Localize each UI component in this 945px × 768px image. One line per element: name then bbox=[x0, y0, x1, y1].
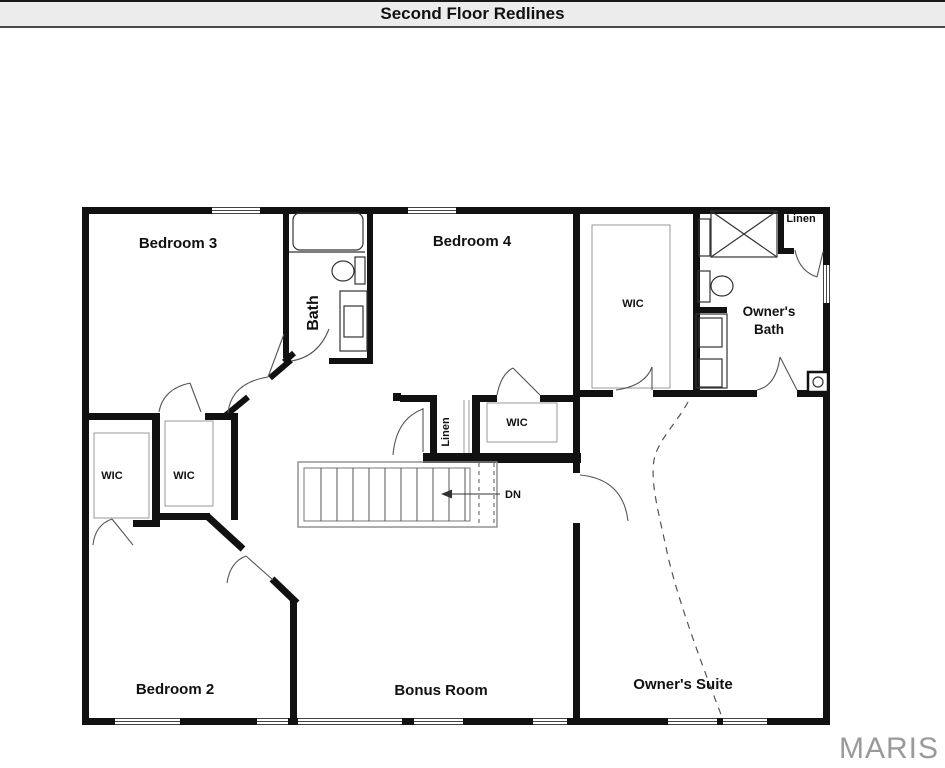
window bbox=[414, 718, 463, 725]
window bbox=[823, 265, 830, 303]
ceiling-break-line bbox=[652, 401, 723, 718]
window bbox=[723, 718, 767, 725]
bedroom4-door bbox=[496, 367, 541, 396]
door-swings bbox=[92, 249, 824, 584]
staircase: DN bbox=[297, 461, 521, 528]
room-label-owners-suite: Owner's Suite bbox=[633, 676, 732, 693]
wic-right-door bbox=[615, 366, 653, 391]
owners-bath-vanity bbox=[695, 313, 728, 389]
window bbox=[298, 718, 402, 725]
closet-outlines bbox=[93, 224, 671, 519]
room-label-wic-left-2: WIC bbox=[173, 470, 194, 482]
window bbox=[533, 718, 567, 725]
bedroom3-door bbox=[227, 333, 285, 414]
stair-hall-door bbox=[392, 408, 424, 456]
owners-suite-door bbox=[579, 474, 629, 522]
fixtures bbox=[289, 210, 830, 394]
bath-toilet bbox=[339, 290, 368, 352]
room-label-owners-bath-2: Bath bbox=[754, 322, 784, 337]
window bbox=[115, 718, 180, 725]
windows bbox=[115, 207, 830, 725]
maris-watermark: MARIS bbox=[838, 732, 939, 765]
room-label-bedroom-2: Bedroom 2 bbox=[136, 681, 214, 698]
bathtub bbox=[289, 212, 365, 253]
window bbox=[668, 718, 717, 725]
room-label-bedroom-4: Bedroom 4 bbox=[433, 233, 512, 250]
page-title: Second Floor Redlines bbox=[380, 4, 565, 23]
interior-walls bbox=[89, 214, 823, 718]
bath-sink bbox=[331, 256, 366, 285]
title-bar: Second Floor Redlines bbox=[0, 0, 945, 28]
room-label-wic-center: WIC bbox=[506, 417, 527, 429]
stairs-down-arrow bbox=[441, 489, 500, 499]
window bbox=[257, 718, 288, 725]
wic-left-1-door bbox=[92, 518, 134, 546]
stairs-down-label: DN bbox=[505, 489, 521, 501]
room-label-linen-top: Linen bbox=[786, 213, 816, 225]
room-label-wic-left-1: WIC bbox=[101, 470, 122, 482]
room-label-bonus-room: Bonus Room bbox=[394, 682, 487, 699]
bedroom2-door bbox=[226, 555, 274, 584]
room-label-owners-bath-1: Owner's bbox=[743, 304, 796, 319]
window bbox=[212, 207, 260, 214]
bath-door bbox=[290, 328, 330, 362]
exterior-walls bbox=[82, 207, 830, 725]
room-label-bedroom-3: Bedroom 3 bbox=[139, 235, 217, 252]
corner-fixture bbox=[806, 370, 830, 394]
shower bbox=[698, 210, 778, 258]
linen-door bbox=[794, 249, 824, 278]
room-label-bath: Bath bbox=[305, 295, 322, 331]
room-label-linen-center: Linen bbox=[440, 417, 452, 447]
room-label-wic-right: WIC bbox=[622, 298, 643, 310]
window bbox=[408, 207, 456, 214]
wic-left-2-door bbox=[158, 382, 202, 413]
owners-bath-sink bbox=[697, 270, 734, 303]
owners-bath-door bbox=[756, 356, 798, 391]
